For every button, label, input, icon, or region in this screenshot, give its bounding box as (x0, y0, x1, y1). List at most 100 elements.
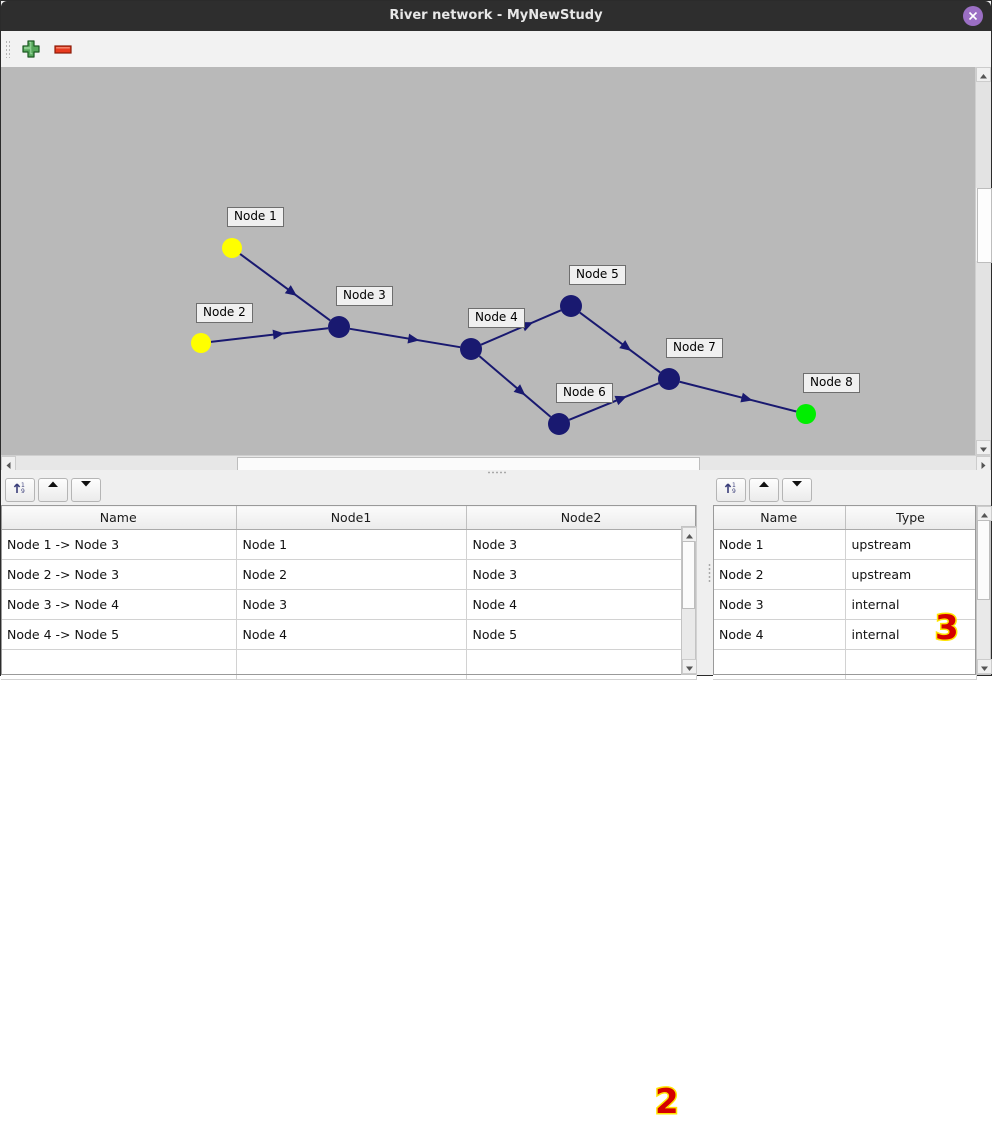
graph-node-node7[interactable] (658, 368, 680, 390)
edge-Node6-Node7[interactable] (568, 382, 660, 421)
diagram-vertical-scrollbar[interactable] (975, 67, 992, 455)
scroll-right-icon[interactable] (976, 456, 991, 471)
table-cell[interactable]: Node 5 (466, 619, 697, 650)
delete-node-button[interactable] (51, 37, 75, 61)
graph-node-label-node1[interactable]: Node 1 (227, 207, 284, 227)
nodes-scrollbar-thumb[interactable] (977, 520, 990, 600)
table-cell[interactable]: Node 3 (713, 589, 846, 620)
graph-node-label-node2[interactable]: Node 2 (196, 303, 253, 323)
network-diagram-canvas[interactable]: Node 1 Node 2 Node 3 Node 4 Node 5 Node 6 Node… (1, 67, 991, 470)
table-cell[interactable]: Node 1 (713, 529, 846, 560)
table-row-empty[interactable] (713, 649, 977, 680)
reaches-move-down-button[interactable] (71, 478, 101, 502)
table-cell[interactable]: Node 4 (466, 589, 697, 620)
add-node-button[interactable] (19, 37, 43, 61)
scrollbar-track-lower[interactable] (976, 261, 991, 441)
table-cell[interactable]: Node 3 (236, 589, 467, 620)
table-cell[interactable]: Node 1 -> Node 3 (1, 529, 237, 560)
edge-Node5-Node7[interactable] (579, 311, 661, 374)
graph-node-node3[interactable] (328, 316, 350, 338)
nodes-scroll-up-icon[interactable] (977, 506, 992, 521)
graph-node-label-node5[interactable]: Node 5 (569, 265, 626, 285)
graph-node-node6[interactable] (548, 413, 570, 435)
graph-node-label-node7[interactable]: Node 7 (666, 338, 723, 358)
table-cell[interactable]: internal (845, 589, 977, 620)
table-cell[interactable]: Node 3 (466, 559, 697, 590)
table-cell[interactable]: Node 4 (236, 619, 467, 650)
nodes-table-scrollbar[interactable] (976, 505, 992, 675)
table-cell[interactable]: internal (845, 619, 977, 650)
table-cell[interactable]: Node 2 -> Node 3 (1, 559, 237, 590)
nodes-sort-button[interactable]: 1 9 (716, 478, 746, 502)
table-cell-empty[interactable] (845, 649, 977, 680)
nodes-move-down-button[interactable] (782, 478, 812, 502)
reaches-scrollbar-thumb[interactable] (682, 541, 695, 609)
graph-node-label-node8[interactable]: Node 8 (803, 373, 860, 393)
table-cell[interactable]: Node 2 (713, 559, 846, 590)
network-graph[interactable] (1, 67, 976, 455)
table-cell-empty[interactable] (236, 649, 467, 680)
reaches-table-scrollbar[interactable] (681, 526, 697, 675)
edge-Node3-Node4[interactable] (349, 327, 461, 349)
table-cell[interactable]: upstream (845, 529, 977, 560)
vertical-splitter[interactable] (707, 475, 713, 675)
table-cell[interactable]: upstream (845, 559, 977, 590)
scrollbar-thumb[interactable] (977, 188, 992, 263)
table-cell[interactable]: Node 3 (466, 529, 697, 560)
horizontal-splitter[interactable] (1, 470, 991, 475)
graph-node-label-node6[interactable]: Node 6 (556, 383, 613, 403)
close-icon[interactable] (963, 6, 983, 26)
edge-Node4-Node6[interactable] (478, 355, 552, 418)
scroll-left-icon[interactable] (1, 456, 16, 471)
edge-Node2-Node3[interactable] (210, 327, 329, 343)
nodes-move-up-button[interactable] (749, 478, 779, 502)
column-header-name[interactable]: Name (1, 505, 237, 530)
table-cell[interactable]: Node 3 -> Node 4 (1, 589, 237, 620)
graph-node-node1[interactable] (222, 238, 242, 258)
reaches-move-up-button[interactable] (38, 478, 68, 502)
table-cell-empty[interactable] (1, 649, 237, 680)
graph-node-label-node3[interactable]: Node 3 (336, 286, 393, 306)
graph-node-node5[interactable] (560, 295, 582, 317)
reaches-sort-button[interactable]: 1 9 (5, 478, 35, 502)
scroll-down-icon[interactable] (976, 440, 991, 455)
graph-node-node4[interactable] (460, 338, 482, 360)
table-row-empty[interactable] (1, 649, 697, 680)
column-header-type[interactable]: Type (845, 505, 977, 530)
nodes-toolbar: 1 9 (713, 475, 991, 505)
column-header-name[interactable]: Name (713, 505, 846, 530)
graph-node-label-node4[interactable]: Node 4 (468, 308, 525, 328)
column-header-node2[interactable]: Node2 (466, 505, 697, 530)
scroll-up-icon[interactable] (976, 67, 991, 82)
nodes-scroll-down-icon[interactable] (977, 659, 992, 674)
graph-node-node2[interactable] (191, 333, 211, 353)
reaches-scroll-down-icon[interactable] (682, 659, 697, 674)
table-cell[interactable]: Node 1 (236, 529, 467, 560)
edge-Node7-Node8[interactable] (679, 380, 797, 413)
scrollbar-track-upper[interactable] (976, 82, 991, 188)
edge-Node1-Node3[interactable] (239, 253, 331, 322)
graph-node-node8[interactable] (796, 404, 816, 424)
table-cell-empty[interactable] (713, 649, 846, 680)
table-cell[interactable]: Node 4 (713, 619, 846, 650)
table-cell[interactable]: Node 4 -> Node 5 (1, 619, 237, 650)
column-header-node1[interactable]: Node1 (236, 505, 467, 530)
reaches-scroll-up-icon[interactable] (682, 527, 697, 542)
diagram-horizontal-scrollbar[interactable] (1, 455, 991, 472)
table-cell[interactable]: Node 2 (236, 559, 467, 590)
toolbar-grip[interactable] (5, 40, 10, 58)
table-cell-empty[interactable] (466, 649, 697, 680)
